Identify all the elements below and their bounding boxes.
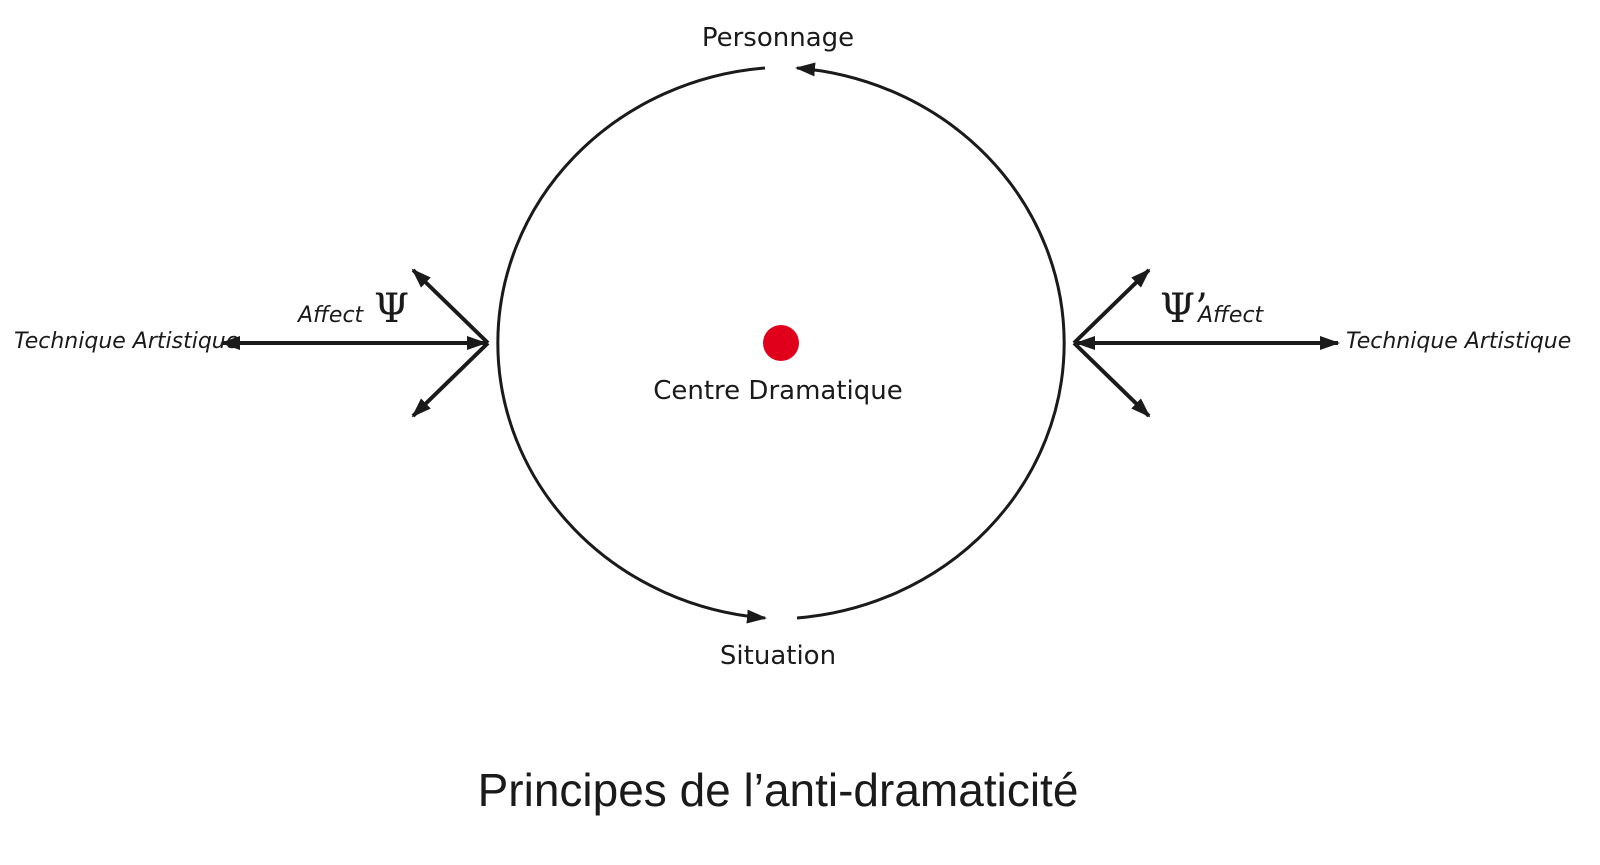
right-psi-symbol: Ψ’ <box>1160 286 1208 332</box>
right-upper-diagonal-arrow <box>1072 268 1151 345</box>
left-upper-diagonal-arrow <box>411 268 490 345</box>
left-lower-diagonal-arrow <box>411 341 490 418</box>
left-psi-symbol: Ψ <box>374 286 409 332</box>
circle-arc-left <box>496 66 767 624</box>
right-lower-diagonal-arrow <box>1072 341 1151 418</box>
bottom-label: Situation <box>720 641 836 671</box>
right-technique-label: Technique Artistique <box>1346 329 1571 354</box>
left-technique-label: Technique Artistique <box>14 329 239 354</box>
top-label: Personnage <box>702 23 854 53</box>
caption-title: Principes de l’anti-dramaticité <box>478 764 1079 816</box>
center-label: Centre Dramatique <box>653 376 903 406</box>
left-affect-label: Affect <box>296 303 365 328</box>
center-dot <box>763 325 799 361</box>
right-affect-label: Affect <box>1196 303 1265 328</box>
circle-arc-right <box>795 62 1066 620</box>
